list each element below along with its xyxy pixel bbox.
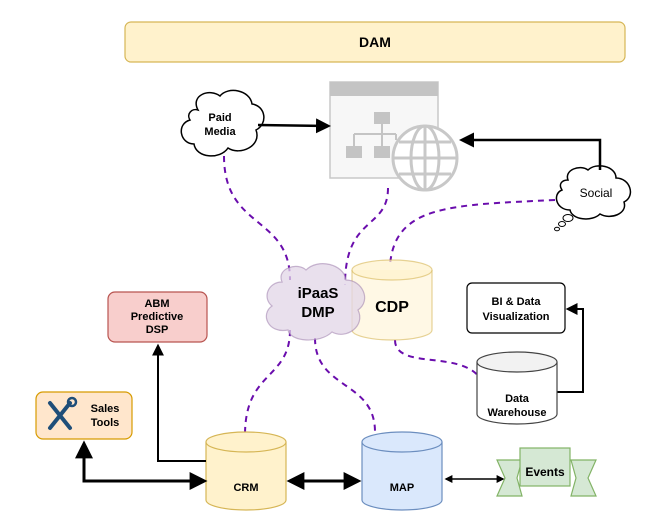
social-label: Social <box>580 186 613 200</box>
link-ipaas-map <box>314 337 376 433</box>
dam-label: DAM <box>359 34 391 50</box>
sales-tools-label-line1: Sales <box>91 403 120 415</box>
arrow-warehouse-bi <box>557 303 584 393</box>
sales-tools-box[interactable]: Sales Tools <box>35 391 133 440</box>
ipaas-label-line1: iPaaS <box>298 285 339 302</box>
tools-icon <box>48 401 72 430</box>
link-cdp-warehouse <box>394 339 481 379</box>
bi-label-line1: BI & Data <box>492 296 542 308</box>
website-icon <box>329 81 459 192</box>
map-label: MAP <box>390 482 414 494</box>
link-website-ipaas <box>344 187 389 286</box>
integration-links <box>223 155 556 436</box>
abm-predictive-dsp-box[interactable]: ABM Predictive DSP <box>107 291 208 343</box>
events-label: Events <box>525 465 565 479</box>
connector-arrows <box>75 343 505 490</box>
data-warehouse-cylinder[interactable]: Data Warehouse <box>476 351 558 425</box>
warehouse-label-line1: Data <box>505 393 530 405</box>
wrench-head-icon <box>66 396 78 408</box>
crm-cylinder[interactable]: CRM <box>205 431 287 511</box>
bi-data-visualization-box[interactable]: BI & Data Visualization <box>466 282 566 334</box>
cdp-label: CDP <box>375 299 409 316</box>
social-cloud[interactable]: Social <box>554 165 632 232</box>
link-paid-media-ipaas <box>223 155 291 281</box>
warehouse-label-line2: Warehouse <box>488 407 547 419</box>
paid-media-cloud[interactable]: Paid Media <box>180 89 265 157</box>
link-social-cdp <box>389 199 556 266</box>
events-ribbon[interactable]: Events <box>496 447 597 497</box>
paid-media-label-line2: Media <box>204 126 236 138</box>
arrow-crm-sales-tools <box>75 440 208 490</box>
cdp-cylinder[interactable]: CDP <box>351 259 433 341</box>
map-cylinder[interactable]: MAP <box>361 431 443 511</box>
abm-label-line1: ABM <box>144 298 169 310</box>
bi-label-line2: Visualization <box>482 311 549 323</box>
crm-label: CRM <box>233 482 258 494</box>
ipaas-label-line2: DMP <box>301 304 334 321</box>
sales-tools-label-line2: Tools <box>91 417 120 429</box>
arrow-social-website <box>459 132 602 170</box>
arrow-paid-media-website <box>257 118 331 134</box>
paid-media-label-line1: Paid <box>208 112 231 124</box>
abm-label-line2: Predictive <box>131 311 184 323</box>
dam-banner[interactable]: DAM <box>124 21 626 63</box>
ipaas-dmp-cloud[interactable]: iPaaS DMP <box>265 263 366 341</box>
abm-label-line3: DSP <box>146 324 169 336</box>
arrow-crm-abm <box>152 343 206 462</box>
link-ipaas-crm <box>244 329 291 436</box>
